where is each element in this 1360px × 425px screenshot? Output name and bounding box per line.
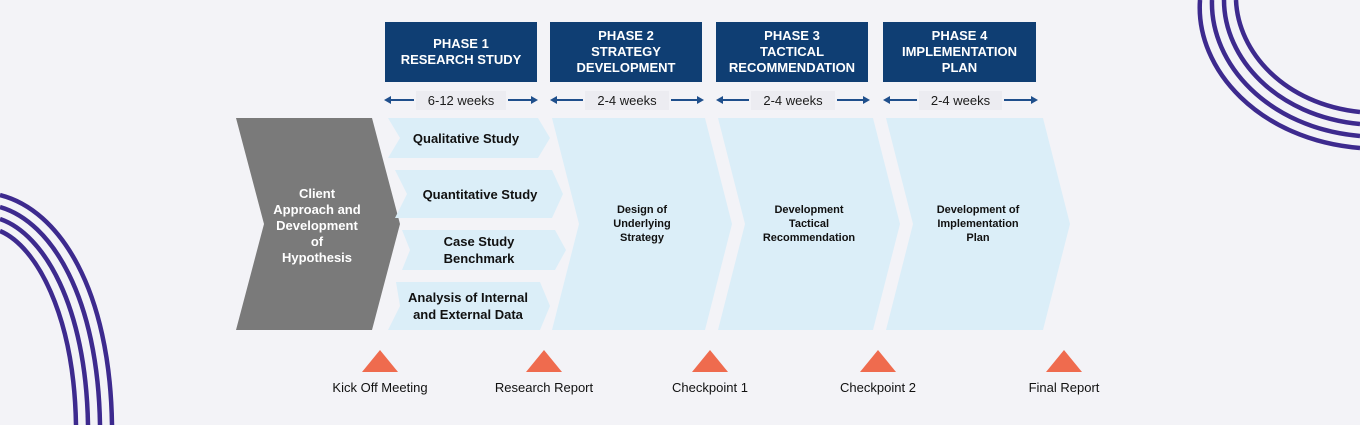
study-chevron-quantitative <box>395 170 563 218</box>
arrow-right-icon <box>1002 90 1038 110</box>
phase-subtitle: RECOMMENDATION <box>728 60 856 75</box>
phase2-chevron <box>552 118 732 330</box>
study-line: Case Study <box>443 234 515 249</box>
arrow-left-icon <box>550 90 585 110</box>
study-label-case-study: Case Study Benchmark <box>404 230 554 270</box>
client-line: of <box>310 234 324 249</box>
phase3-chevron <box>718 118 900 330</box>
arrow-right-icon <box>506 90 538 110</box>
study-label-analysis: Analysis of Internal and External Data <box>398 282 538 330</box>
block-line: Tactical <box>788 218 830 230</box>
milestone-checkpoint-1: Checkpoint 1 <box>630 350 790 395</box>
client-approach-label: Client Approach and Development of Hypot… <box>262 184 372 268</box>
milestone-triangle-icon <box>362 350 398 372</box>
arrow-left-icon <box>883 90 919 110</box>
block-line: Recommendation <box>762 232 856 244</box>
study-line: Analysis of Internal <box>408 290 528 305</box>
duration-phase-2: 2-4 weeks <box>550 90 705 110</box>
phase4-chevron <box>886 118 1070 330</box>
arrow-right-icon <box>835 90 871 110</box>
phase-subtitle: PLAN <box>941 60 978 75</box>
block-line: Implementation <box>937 218 1019 230</box>
phase-title: PHASE 3 <box>764 28 820 43</box>
milestone-final-report: Final Report <box>984 350 1144 395</box>
client-chevron <box>236 118 400 330</box>
milestone-checkpoint-2: Checkpoint 2 <box>798 350 958 395</box>
duration-phase-1: 6-12 weeks <box>384 90 538 110</box>
milestone-label: Final Report <box>1028 380 1100 395</box>
phase-title: PHASE 2 <box>598 28 654 43</box>
duration-label: 2-4 weeks <box>918 90 1003 110</box>
phase-subtitle: STRATEGY <box>591 44 661 59</box>
milestone-label: Checkpoint 1 <box>672 380 748 395</box>
block-line: Plan <box>966 232 990 244</box>
client-line: Hypothesis <box>281 250 353 265</box>
phase-header-1: PHASE 1 RESEARCH STUDY <box>385 22 537 82</box>
phase-subtitle: IMPLEMENTATION <box>901 44 1018 59</box>
client-line: Client <box>298 186 336 201</box>
phase2-block-label: Design of Underlying Strategy <box>576 196 708 252</box>
phase-title: PHASE 1 <box>433 36 489 51</box>
block-line: Underlying <box>613 218 671 230</box>
study-chevron-analysis <box>388 282 550 330</box>
study-label-qualitative: Qualitative Study <box>396 118 536 158</box>
milestone-triangle-icon <box>860 350 896 372</box>
duration-phase-3: 2-4 weeks <box>716 90 871 110</box>
phase-subtitle: DEVELOPMENT <box>576 60 676 75</box>
arrow-left-icon <box>716 90 751 110</box>
duration-phase-4: 2-4 weeks <box>883 90 1038 110</box>
block-line: Design of <box>616 204 668 216</box>
milestone-label: Kick Off Meeting <box>332 380 428 395</box>
client-line: Approach and <box>273 202 361 217</box>
duration-label: 2-4 weeks <box>751 90 835 110</box>
phase4-block-label: Development of Implementation Plan <box>910 196 1046 252</box>
duration-label: 2-4 weeks <box>585 90 669 110</box>
phase3-block-label: Development Tactical Recommendation <box>742 196 876 252</box>
block-line: Strategy <box>619 232 665 244</box>
study-label-quantitative: Quantitative Study <box>405 170 555 218</box>
milestone-label: Checkpoint 2 <box>840 380 916 395</box>
duration-label: 6-12 weeks <box>415 90 507 110</box>
phase-subtitle: RESEARCH STUDY <box>400 52 522 67</box>
phase-header-2: PHASE 2 STRATEGY DEVELOPMENT <box>550 22 702 82</box>
milestone-label: Research Report <box>494 380 594 395</box>
milestone-triangle-icon <box>1046 350 1082 372</box>
phase-title: PHASE 4 <box>931 28 988 43</box>
client-line: Development <box>276 218 358 233</box>
phase-header-4: PHASE 4 IMPLEMENTATION PLAN <box>883 22 1036 82</box>
study-line: Benchmark <box>443 251 515 266</box>
phase-header-3: PHASE 3 TACTICAL RECOMMENDATION <box>716 22 868 82</box>
study-line: and External Data <box>413 307 523 322</box>
phase-subtitle: TACTICAL <box>759 44 825 59</box>
study-chevron-qualitative <box>388 118 550 158</box>
block-line: Development of <box>936 204 1020 216</box>
milestone-kickoff: Kick Off Meeting <box>300 350 460 395</box>
arrow-left-icon <box>384 90 416 110</box>
block-line: Development <box>774 204 844 216</box>
milestone-triangle-icon <box>526 350 562 372</box>
study-line: Quantitative Study <box>422 186 538 202</box>
milestone-triangle-icon <box>692 350 728 372</box>
arrow-right-icon <box>669 90 705 110</box>
study-chevron-case-study <box>402 230 566 270</box>
milestone-research-report: Research Report <box>464 350 624 395</box>
study-line: Qualitative Study <box>412 130 520 146</box>
